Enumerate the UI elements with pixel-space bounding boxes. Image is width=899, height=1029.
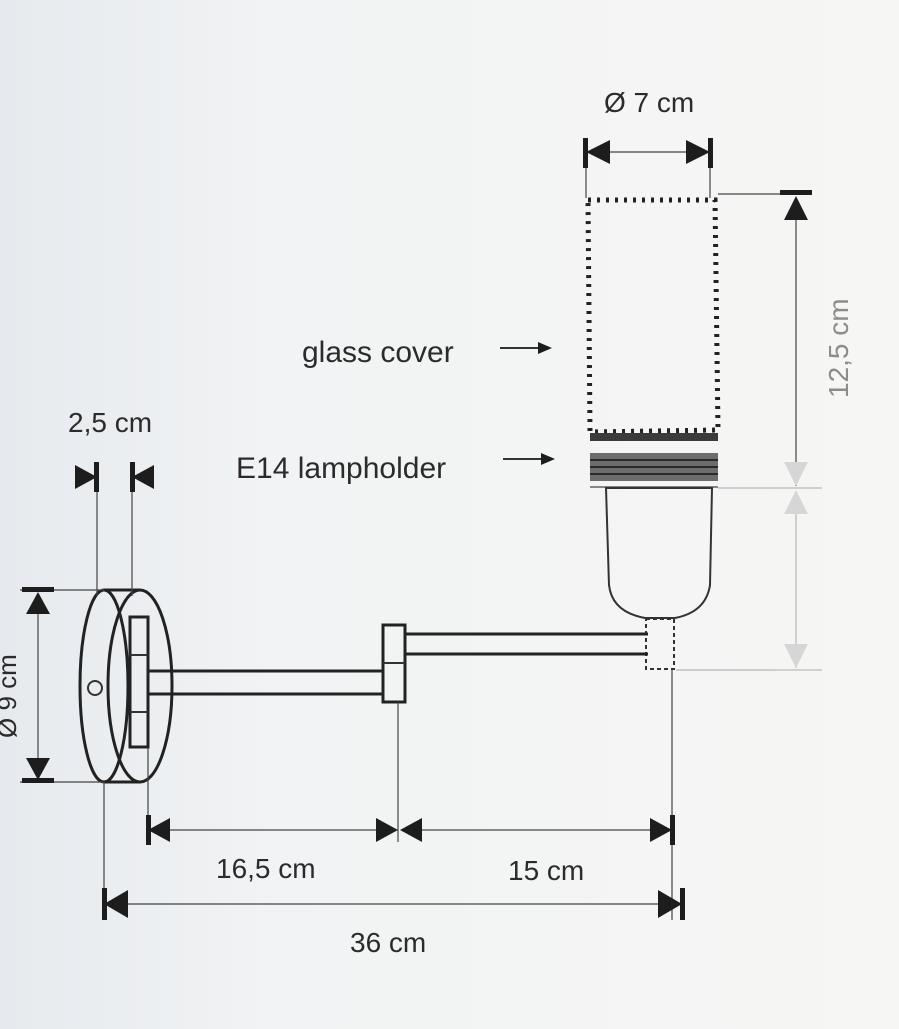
base-diameter-label: Ø 9 cm	[0, 654, 22, 738]
glass-cover-shape	[585, 197, 721, 435]
base-depth-label: 2,5 cm	[68, 407, 152, 438]
dim-total-length	[102, 782, 685, 920]
lampholder-label: E14 lampholder	[236, 452, 446, 485]
lampholder-shape	[590, 433, 718, 488]
glass-height-label: 12,5 cm	[823, 298, 854, 398]
arm-shape	[148, 623, 648, 704]
dim-base-diameter	[20, 587, 104, 783]
arm-outer-label: 15 cm	[508, 855, 584, 886]
glass-diameter-label: Ø 7 cm	[604, 87, 694, 118]
arm-inner-label: 16,5 cm	[216, 853, 316, 884]
label-pointers	[500, 342, 555, 465]
dim-arm-lengths	[146, 670, 675, 920]
socket-cup-shape	[604, 487, 714, 670]
glass-cover-label: glass cover	[302, 336, 454, 369]
dim-glass-diameter	[583, 138, 713, 198]
wall-base-shape	[78, 588, 174, 784]
dim-base-depth	[75, 462, 154, 596]
total-length-label: 36 cm	[350, 927, 426, 958]
dim-glass-height	[676, 190, 822, 671]
